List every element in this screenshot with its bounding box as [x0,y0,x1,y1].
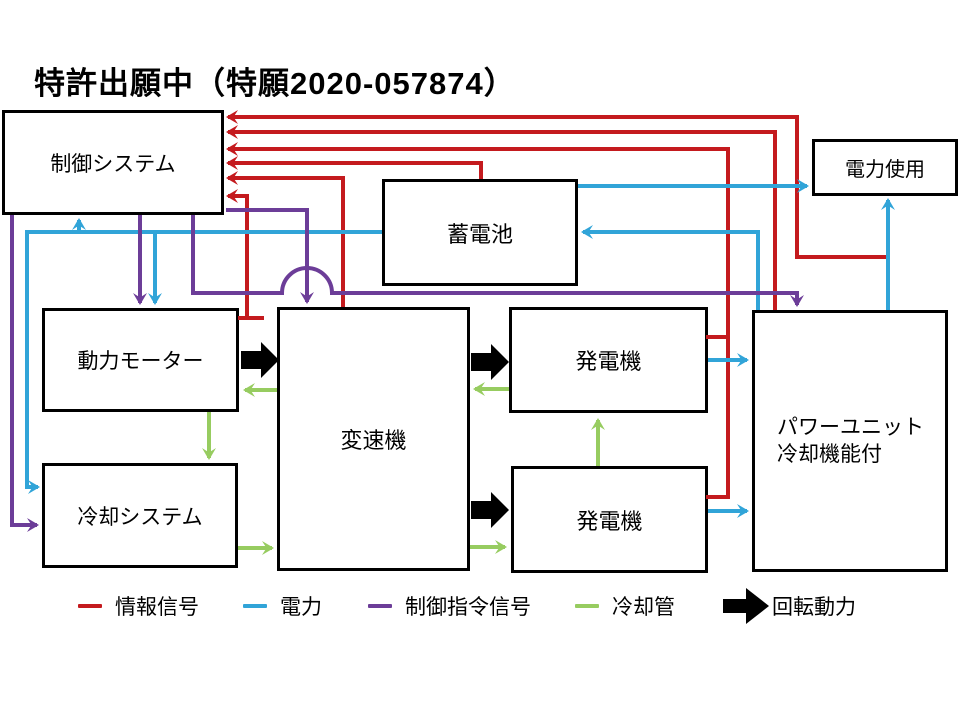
legend-info-signal-label: 情報信号 [115,596,199,619]
block-generator-top-label: 発電機 [575,349,642,374]
page-title: 特許出願中（特願2020-057874） [34,66,516,101]
legend-item-power: 電力 [243,592,322,620]
rotation-motor-to-transmission-arrow [241,342,279,378]
block-cooling-system: 冷却システム [42,463,238,568]
legend-power-label: 電力 [280,596,322,619]
legend-purple-dash-icon [368,604,392,608]
command-control-to-transmission [226,208,314,304]
block-power-unit-label-line1: パワーユニット [777,415,924,439]
block-transmission: 変速機 [277,307,470,571]
info-signal-motor-to-control [226,189,249,318]
power-power-unit-to-battery [581,225,760,310]
block-control-system: 制御システム [2,110,224,215]
info-signal-transmission-to-control [226,171,345,307]
block-transmission-label: 変速機 [340,428,407,453]
legend-green-dash-icon [575,604,599,608]
block-power-unit: パワーユニット 冷却機能付 [752,310,948,572]
block-battery: 蓄電池 [382,179,578,286]
block-battery-label: 蓄電池 [446,221,513,247]
command-control-to-cooling-system [10,215,39,532]
legend-red-dash-icon [78,604,102,608]
block-power-unit-label-line2: 冷却機能付 [777,443,882,466]
legend-item-info-signal: 情報信号 [78,592,199,620]
block-motor-label: 動力モーター [77,350,204,373]
info-signal-battery-to-control [226,156,483,179]
block-power-use-label: 電力使用 [845,159,925,181]
legend-item-rotation-power: 回転動力 [772,592,856,620]
legend-cooling-pipe-label: 冷却管 [612,596,675,619]
legend-rotation-power-arrow-icon [723,588,769,624]
legend-control-command-label: 制御指令信号 [405,596,531,619]
legend-item-cooling-pipe: 冷却管 [575,592,675,620]
block-generator-bottom-label: 発電機 [576,508,643,534]
rotation-transmission-to-generator-top-arrow [471,344,509,380]
legend-cyan-dash-icon [243,604,267,608]
block-generator-top: 発電機 [509,307,708,413]
block-control-system-label: 制御システム [50,152,176,176]
legend-item-control-command: 制御指令信号 [368,592,531,620]
block-motor: 動力モーター [42,308,239,412]
block-power-use: 電力使用 [812,139,958,196]
block-cooling-system-label: 冷却システム [77,505,203,529]
legend-rotation-power-label: 回転動力 [772,596,856,619]
rotation-transmission-to-generator-bottom-arrow [471,492,509,528]
block-generator-bottom: 発電機 [511,466,708,573]
